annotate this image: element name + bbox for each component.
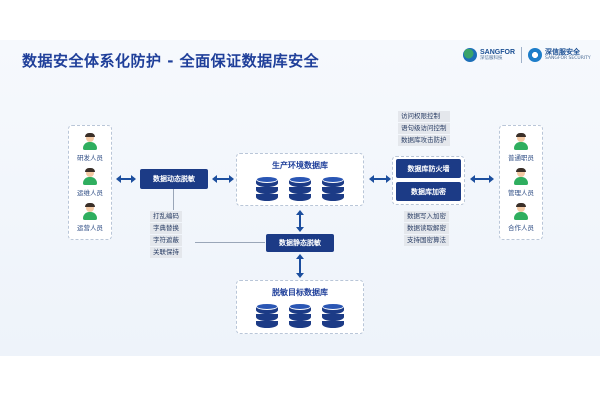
masking-method: 字符遮蔽 (150, 235, 182, 246)
target-db-panel: 脱敏目标数据库 (236, 280, 364, 334)
person-icon (82, 167, 98, 185)
user-staff: 普通职员 (508, 132, 534, 162)
user-ops: 运维人员 (77, 167, 103, 197)
person-icon (82, 202, 98, 220)
double-arrow-icon (295, 210, 305, 232)
target-db-icons (237, 303, 363, 328)
user-label: 普通职员 (508, 153, 534, 162)
masking-method: 关联保持 (150, 247, 182, 258)
sangfor-logo-name: SANGFOR (480, 48, 515, 56)
user-label: 运营人员 (77, 223, 103, 232)
encryption-feature: 数据读取解密 (404, 223, 449, 234)
sangfor-logo-icon (463, 48, 477, 62)
dynamic-masking-box: 数据动态脱敏 (140, 169, 208, 189)
database-icon (322, 303, 344, 328)
firewall-feature: 语句级访问控制 (398, 123, 450, 134)
database-icon (289, 303, 311, 328)
firewall-feature: 访问权限控制 (398, 111, 450, 122)
double-arrow-icon (116, 174, 136, 184)
firewall-feature: 数据库攻击防护 (398, 135, 450, 146)
double-arrow-icon (369, 174, 391, 184)
masking-method: 字典替换 (150, 223, 182, 234)
production-db-panel: 生产环境数据库 (236, 153, 364, 206)
user-label: 研发人员 (77, 153, 103, 162)
person-icon (513, 202, 529, 220)
database-firewall-box: 数据库防火墙 (396, 159, 461, 178)
security-logo-name: 深信服安全 (545, 48, 580, 56)
double-arrow-icon (295, 254, 305, 278)
user-label: 管理人员 (508, 188, 534, 197)
connector-line (173, 189, 174, 210)
user-label: 合作人员 (508, 223, 534, 232)
encryption-feature: 支持国密算法 (404, 235, 449, 246)
security-logo-icon (528, 48, 542, 62)
sangfor-logo: SANGFOR 深信服科技 (463, 46, 515, 64)
masking-methods-list: 打乱编码 字典替换 字符遮蔽 关联保持 (150, 211, 182, 258)
person-icon (82, 132, 98, 150)
security-logo-sub: SANGFOR SECURITY (545, 55, 591, 61)
production-db-icons (237, 176, 363, 201)
user-partner: 合作人员 (508, 202, 534, 232)
user-operation: 运营人员 (77, 202, 103, 232)
masking-method: 打乱编码 (150, 211, 182, 222)
encryption-feature: 数据写入加密 (404, 211, 449, 222)
user-rd: 研发人员 (77, 132, 103, 162)
double-arrow-icon (212, 174, 234, 184)
database-icon (322, 176, 344, 201)
static-masking-box: 数据静态脱敏 (266, 234, 334, 252)
person-icon (513, 167, 529, 185)
logo-divider (521, 47, 522, 63)
connector-line (195, 242, 265, 243)
database-icon (256, 176, 278, 201)
encryption-features-list: 数据写入加密 数据读取解密 支持国密算法 (404, 211, 449, 246)
production-db-title: 生产环境数据库 (272, 161, 328, 170)
user-manager: 管理人员 (508, 167, 534, 197)
right-users-panel: 普通职员 管理人员 合作人员 (499, 125, 543, 240)
sangfor-security-logo: 深信服安全 SANGFOR SECURITY (528, 46, 591, 64)
database-icon (289, 176, 311, 201)
person-icon (513, 132, 529, 150)
sangfor-logo-sub: 深信服科技 (480, 55, 503, 61)
double-arrow-icon (470, 174, 494, 184)
database-encryption-box: 数据库加密 (396, 182, 461, 201)
firewall-features-list: 访问权限控制 语句级访问控制 数据库攻击防护 (398, 111, 450, 146)
user-label: 运维人员 (77, 188, 103, 197)
left-users-panel: 研发人员 运维人员 运营人员 (68, 125, 112, 240)
page-title: 数据安全体系化防护 - 全面保证数据库安全 (22, 52, 320, 70)
target-db-title: 脱敏目标数据库 (272, 288, 328, 297)
database-icon (256, 303, 278, 328)
